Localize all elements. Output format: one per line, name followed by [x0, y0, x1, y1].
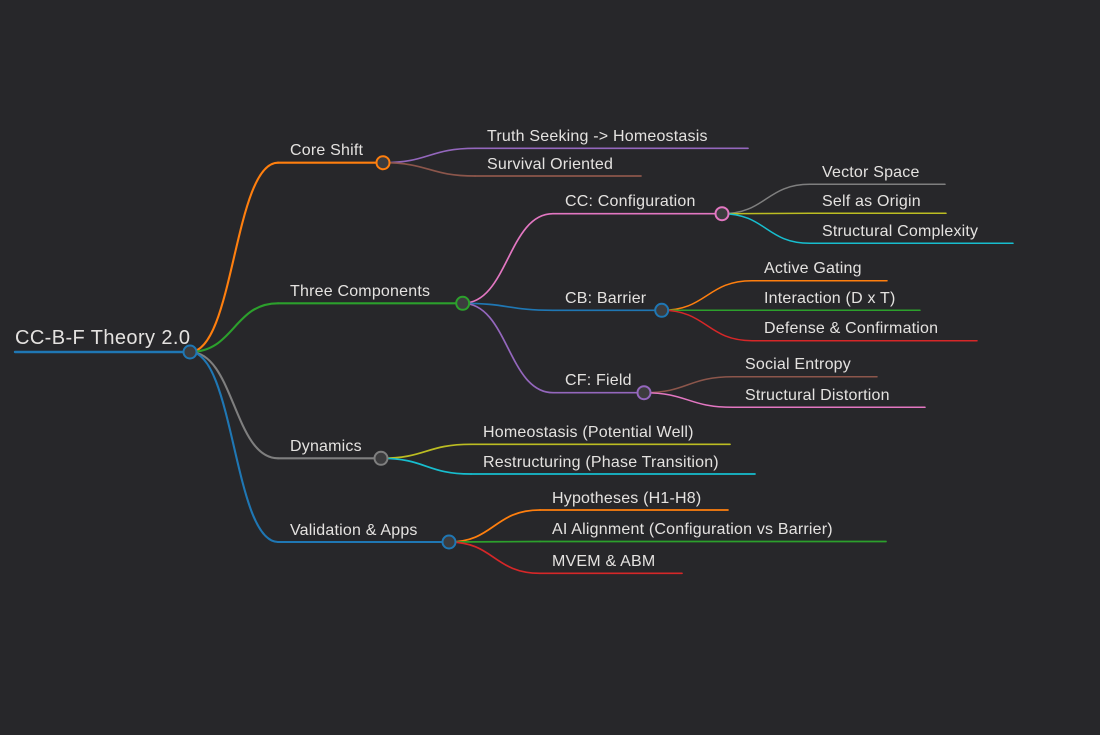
link-root-to-dynamics: [188, 350, 280, 460]
link-cc-to-vector-space: [721, 183, 811, 215]
link-three-components-to-cb-barrier: [461, 302, 554, 312]
node-label-restructuring: Restructuring (Phase Transition): [483, 454, 719, 471]
node-label-cc-configuration: CC: Configuration: [565, 193, 696, 210]
node-label-defense-confirmation: Defense & Confirmation: [764, 320, 939, 337]
node-label-mvem-abm: MVEM & ABM: [552, 553, 656, 570]
link-cb-to-active-gating: [660, 279, 753, 312]
node-toggle-core-shift[interactable]: [375, 155, 391, 171]
link-cf-to-social-entropy: [643, 375, 734, 394]
node-label-vector-space: Vector Space: [822, 164, 920, 181]
node-label-ai-alignment: AI Alignment (Configuration vs Barrier): [552, 521, 833, 538]
node-label-homeostasis-well: Homeostasis (Potential Well): [483, 424, 694, 441]
link-dynamics-to-restructuring: [380, 457, 472, 475]
node-label-three-components: Three Components: [290, 283, 431, 300]
node-toggle-root[interactable]: [182, 344, 198, 360]
node-label-structural-complexity: Structural Complexity: [822, 223, 979, 240]
node-label-validation-apps: Validation & Apps: [290, 522, 418, 539]
node-label-hypotheses: Hypotheses (H1-H8): [552, 490, 702, 507]
node-label-social-entropy: Social Entropy: [745, 356, 851, 373]
node-label-structural-distortion: Structural Distortion: [745, 387, 890, 404]
node-label-truth-seeking: Truth Seeking -> Homeostasis: [487, 128, 708, 145]
node-label-self-as-origin: Self as Origin: [822, 193, 921, 210]
node-toggle-cf-field[interactable]: [636, 385, 652, 401]
link-core-shift-to-survival-oriented: [382, 161, 476, 177]
link-dynamics-to-homeostasis: [380, 443, 472, 460]
link-cf-to-structural-distortion: [643, 391, 734, 409]
node-toggle-cb-barrier[interactable]: [654, 302, 670, 318]
node-label-core-shift: Core Shift: [290, 142, 364, 159]
node-label-cb-barrier: CB: Barrier: [565, 290, 647, 307]
link-validation-to-hypotheses: [448, 509, 541, 543]
node-label-dynamics: Dynamics: [290, 438, 362, 455]
link-cb-to-defense-confirmation: [660, 309, 753, 342]
link-validation-to-mvem-abm: [448, 541, 541, 575]
node-toggle-cc-configuration[interactable]: [714, 206, 730, 222]
link-cc-to-structural-complexity: [721, 212, 811, 245]
node-label-cf-field: CF: Field: [565, 372, 632, 389]
link-core-shift-to-truth-seeking: [382, 147, 476, 164]
node-toggle-dynamics[interactable]: [373, 450, 389, 466]
link-root-to-core-shift: [188, 161, 280, 354]
node-toggle-validation-apps[interactable]: [441, 534, 457, 550]
node-label-interaction: Interaction (D x T): [764, 290, 896, 307]
link-root-to-three-components: [188, 302, 280, 354]
node-toggle-three-components[interactable]: [455, 295, 471, 311]
node-label-survival-oriented: Survival Oriented: [487, 156, 614, 173]
link-root-to-validation-apps: [188, 350, 280, 544]
node-label-active-gating: Active Gating: [764, 260, 862, 277]
link-three-components-to-cc-configuration: [461, 212, 554, 305]
link-three-components-to-cf-field: [461, 302, 554, 394]
node-label-root: CC-B-F Theory 2.0: [15, 327, 191, 349]
link-validation-to-ai-alignment: [448, 540, 541, 543]
